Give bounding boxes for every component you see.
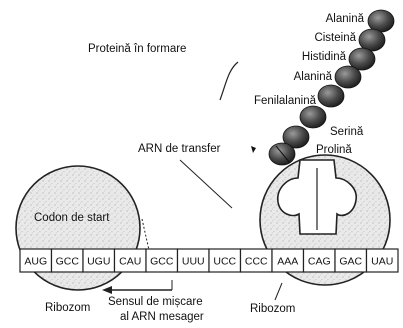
codon-cell: UCC <box>209 249 241 272</box>
amino-acid-label: Alanină <box>294 71 333 83</box>
amino-acid-bead-6 <box>300 106 326 128</box>
codon-label: UCC <box>213 256 236 268</box>
codon-cell: UAU <box>367 249 399 272</box>
codon-cell: CCC <box>241 249 273 272</box>
codon-label: AUG <box>24 256 47 268</box>
codon-label: CAU <box>119 256 141 268</box>
amino-acid-label: Serină <box>330 126 364 138</box>
codon-label: GCC <box>150 256 174 268</box>
codon-cell: GAC <box>335 249 367 272</box>
protein-bracket <box>220 62 238 100</box>
amino-acid-bead-5 <box>318 85 344 107</box>
amino-acid-label: Fenilalanină <box>254 95 317 107</box>
codon-label: GAC <box>339 256 362 268</box>
direction-arrowhead <box>102 286 112 294</box>
codon-cell: CAU <box>115 249 147 272</box>
ribosome-right-label: Ribozom <box>250 303 295 315</box>
codon-label: GCC <box>56 256 80 268</box>
direction-label-line2: al ARN mesager <box>120 311 204 323</box>
trna-pointer-mark <box>251 146 256 153</box>
amino-acid-label: Histidină <box>302 51 347 63</box>
direction-label-line1: Sensul de mișcare <box>108 296 203 308</box>
amino-acid-label: Alanină <box>326 13 365 25</box>
protein-forming-label: Proteină în formare <box>88 43 186 55</box>
codon-label: UAU <box>371 256 393 268</box>
codon-cell: CAG <box>304 249 336 272</box>
trna-label: ARN de transfer <box>138 143 221 155</box>
codon-label: CCC <box>245 256 268 268</box>
start-codon-label: Codon de start <box>34 212 110 224</box>
codon-label: CAG <box>308 256 331 268</box>
codon-label: AAA <box>277 256 298 268</box>
amino-acid-label: Cisteină <box>314 32 356 44</box>
codon-cell: UUU <box>178 249 210 272</box>
codon-cell: UGU <box>83 249 115 272</box>
codon-cell: GCC <box>146 249 178 272</box>
ribosome-left-label: Ribozom <box>45 302 90 314</box>
start-codon-pointer <box>142 219 149 250</box>
codon-cell: GCC <box>52 249 84 272</box>
codon-cell: AAA <box>272 249 304 272</box>
amino-acid-label: Prolină <box>316 144 352 156</box>
mrna-strand: AUG GCC UGU CAU GCC UUU UCC CCC AAA CAG GAC UAU <box>20 249 398 272</box>
trna-pointer-line <box>180 160 232 208</box>
amino-acid-bead-4 <box>335 66 361 88</box>
codon-cell: AUG <box>20 249 52 272</box>
codon-label: UGU <box>87 256 110 268</box>
codon-label: UUU <box>182 256 205 268</box>
